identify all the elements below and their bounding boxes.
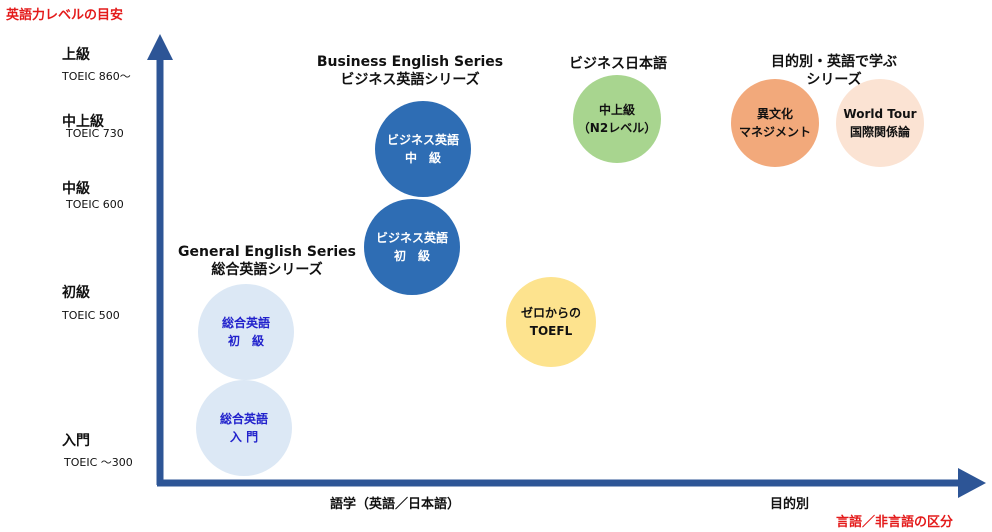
series-title-business-en: Business English Series xyxy=(316,54,504,70)
bubble-line1: ビジネス英語 xyxy=(375,231,448,245)
level-advanced-score: TOEIC 860～ xyxy=(62,70,131,83)
level-intermediate: 中級 xyxy=(62,181,90,197)
level-introductory: 入門 xyxy=(62,433,90,449)
level-beginner-score: TOEIC 500 xyxy=(62,309,120,322)
series-title-general-en: General English Series xyxy=(178,244,356,260)
x-axis-arrowhead xyxy=(958,468,986,498)
bubble-japanese-upper: 中上級 （N2レベル） xyxy=(573,75,661,163)
bubble-business-intermediate: ビジネス英語 中 級 xyxy=(375,101,471,197)
bubble-line2: （N2レベル） xyxy=(577,121,657,135)
bubble-line2: 初 級 xyxy=(227,334,264,348)
chart-title: 英語力レベルの目安 xyxy=(6,8,124,23)
bubble-line1: World Tour xyxy=(843,107,917,121)
x-axis-category-title: 言語／非言語の区分 xyxy=(836,515,954,530)
bubble-toefl: ゼロからの TOEFL xyxy=(506,277,596,367)
bubble-line2: 国際関係論 xyxy=(849,125,910,139)
bubble-general-beginner: 総合英語 初 級 xyxy=(198,284,294,380)
bubble-line2: 初 級 xyxy=(393,249,430,263)
level-upper-intermediate: 中上級 xyxy=(62,114,104,130)
series-title-japanese: ビジネス日本語 xyxy=(556,55,680,73)
bubble-line1: 中上級 xyxy=(598,103,635,117)
bubble-world-tour: World Tour 国際関係論 xyxy=(836,79,924,167)
series-title-purpose: 目的別・英語で学ぶ シリーズ xyxy=(750,53,918,89)
x-axis-label-language: 語学（英語／日本語） xyxy=(330,497,461,512)
bubble-line1: ビジネス英語 xyxy=(386,133,459,147)
series-title-business: Business English Series ビジネス英語シリーズ xyxy=(308,53,512,89)
series-title-purpose-line2: シリーズ xyxy=(806,72,862,88)
bubble-line2: 中 級 xyxy=(404,151,441,165)
level-introductory-score: TOEIC ～300 xyxy=(64,456,133,469)
bubble-general-intro: 総合英語 入 門 xyxy=(196,380,292,476)
level-advanced: 上級 xyxy=(62,47,90,63)
series-title-business-ja: ビジネス英語シリーズ xyxy=(340,72,480,88)
bubble-line1: 総合英語 xyxy=(221,316,270,330)
bubble-line2: マネジメント xyxy=(738,125,811,139)
series-title-general: General English Series 総合英語シリーズ xyxy=(170,243,364,279)
bubble-cross-cultural: 異文化 マネジメント xyxy=(731,79,819,167)
level-beginner: 初級 xyxy=(62,285,90,301)
series-title-general-ja: 総合英語シリーズ xyxy=(211,262,323,278)
y-axis-arrowhead xyxy=(147,34,173,60)
bubble-business-beginner: ビジネス英語 初 級 xyxy=(364,199,460,295)
series-title-purpose-line1: 目的別・英語で学ぶ xyxy=(771,54,897,70)
bubble-line1: ゼロからの xyxy=(520,306,581,320)
series-title-japanese-ja: ビジネス日本語 xyxy=(569,56,667,72)
bubble-line2: TOEFL xyxy=(529,324,573,338)
level-upper-intermediate-score: TOEIC 730 xyxy=(66,127,124,140)
bubble-line2: 入 門 xyxy=(229,430,259,444)
level-intermediate-score: TOEIC 600 xyxy=(66,198,124,211)
bubble-line1: 異文化 xyxy=(756,107,793,121)
x-axis-label-purpose: 目的別 xyxy=(770,497,810,512)
bubble-line1: 総合英語 xyxy=(219,412,268,426)
